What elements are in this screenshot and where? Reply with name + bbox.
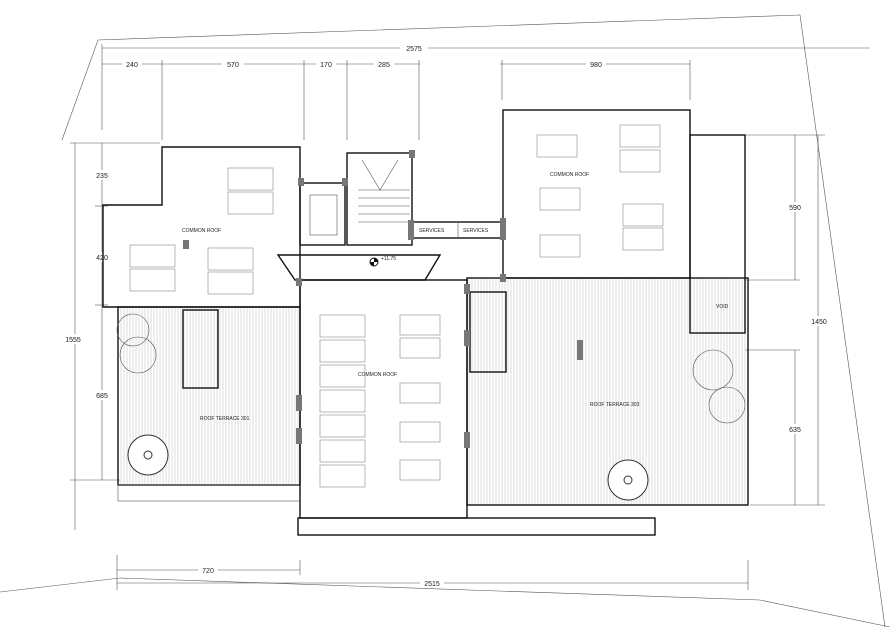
common-roof-left-label: COMMON ROOF	[182, 228, 221, 234]
dim-590: 590	[789, 205, 801, 212]
dim-570: 570	[227, 62, 239, 69]
top-dimensions: 2575 240 570 170 285 980	[101, 43, 870, 140]
void-label: VOID	[716, 304, 729, 310]
services-label-1: SERVICES	[419, 228, 445, 234]
tree-icon	[116, 313, 746, 424]
site-boundary	[0, 14, 890, 627]
dim-720: 720	[202, 568, 214, 575]
roof-terrace-303: ROOF TERRACE 303	[466, 277, 749, 506]
stair-treads	[358, 159, 410, 223]
common-roof-right: COMMON ROOF	[502, 109, 691, 279]
terrace-303-label: ROOF TERRACE 303	[590, 402, 640, 408]
common-roof-center: COMMON ROOF	[297, 279, 656, 536]
left-dimensions: 235 420 685 1555	[62, 142, 160, 530]
right-dimensions: 590 635 1450	[745, 134, 831, 506]
dim-420: 420	[96, 255, 108, 262]
dim-980: 980	[590, 62, 602, 69]
core: SERVICES SERVICES +11.75	[276, 150, 583, 448]
level-marker-icon	[369, 257, 379, 267]
bottom-dimensions: 720 2515	[116, 555, 749, 590]
dim-1555: 1555	[65, 337, 81, 344]
common-roof-right-label: COMMON ROOF	[550, 172, 589, 178]
common-roof-center-label: COMMON ROOF	[358, 372, 397, 378]
dim-1450: 1450	[811, 319, 827, 326]
dim-total-top: 2575	[406, 46, 422, 53]
spiral-stair-icon	[127, 434, 649, 501]
dim-240: 240	[126, 62, 138, 69]
dim-235: 235	[96, 173, 108, 180]
dim-285: 285	[378, 62, 390, 69]
dim-635: 635	[789, 427, 801, 434]
dim-170: 170	[320, 62, 332, 69]
terrace-301-label: ROOF TERRACE 301	[200, 416, 250, 422]
level-label: +11.75	[381, 256, 396, 262]
services-label-2: SERVICES	[463, 228, 489, 234]
dim-685: 685	[96, 393, 108, 400]
dim-2515: 2515	[424, 581, 440, 588]
void-area: VOID	[689, 134, 746, 334]
common-roof-left: COMMON ROOF	[102, 146, 301, 308]
